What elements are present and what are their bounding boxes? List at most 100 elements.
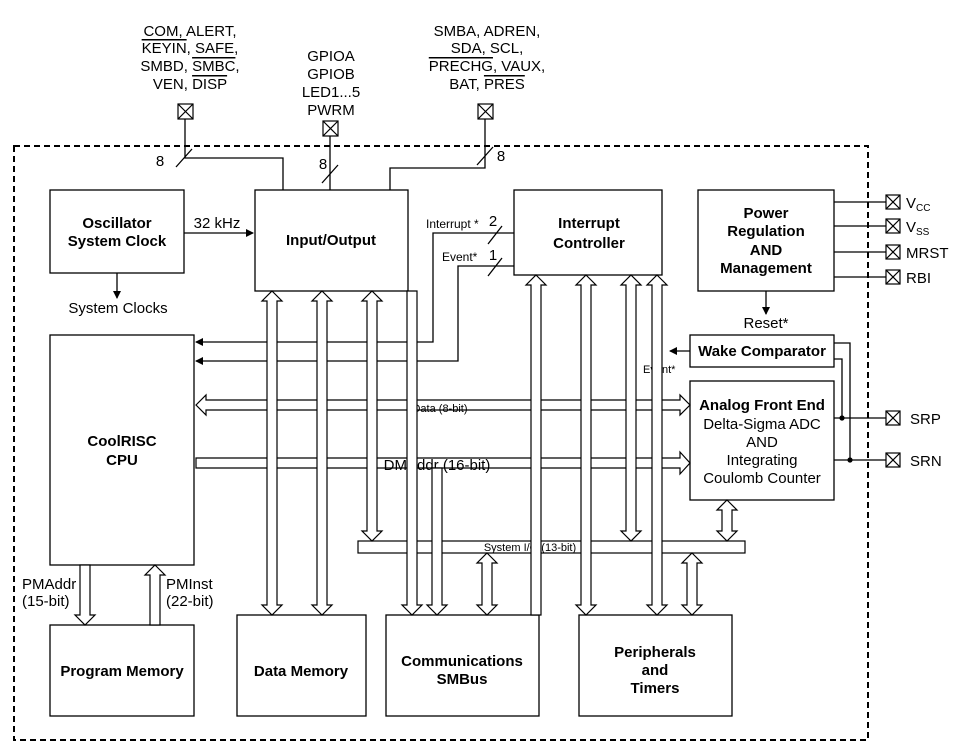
svg-text:Interrupt: Interrupt (558, 215, 620, 232)
svg-text:SMBus: SMBus (437, 671, 488, 688)
pin-srp (885, 410, 901, 426)
chip-boundary (13, 145, 869, 741)
svg-text:MRST: MRST (906, 245, 949, 262)
svg-text:Analog Front End: Analog Front End (699, 397, 825, 414)
svg-text:Wake Comparator: Wake Comparator (698, 343, 826, 360)
svg-text:GPIOB: GPIOB (307, 66, 355, 83)
input-output-block: Input/Output (254, 189, 409, 292)
bus-int-sysio (619, 274, 643, 542)
pin-group-left: COM, ALERT, KEYIN, SAFE, SMBD, SMBC, VEN… (140, 23, 284, 190)
svg-text:Management: Management (720, 260, 812, 277)
svg-text:PWRM: PWRM (307, 102, 355, 119)
communications-smbus-block: Communications SMBus (385, 614, 540, 717)
pin-srn (885, 452, 901, 468)
bus-sysio-periph (680, 552, 704, 616)
power-regulation-block: Power Regulation AND Management (697, 189, 835, 292)
interrupt-controller-block: Interrupt Controller (513, 189, 663, 276)
svg-text:System Clock: System Clock (68, 233, 167, 250)
pin-left-group (177, 103, 194, 120)
svg-text:Interrupt *: Interrupt * (426, 217, 479, 231)
svg-text:32 kHz: 32 kHz (194, 215, 241, 232)
svg-text:8: 8 (497, 148, 505, 165)
cpu-block: CoolRISC CPU (49, 334, 195, 566)
data-memory-block: Data Memory (236, 614, 367, 717)
bus-afe-sysio (715, 499, 739, 542)
svg-text:8: 8 (156, 153, 164, 170)
svg-text:Data Memory: Data Memory (254, 663, 349, 680)
svg-text:VCC: VCC (906, 195, 930, 214)
system-io-bus: System I/O (13-bit) (357, 540, 746, 554)
svg-text:Timers: Timers (631, 680, 680, 697)
svg-text:LED1...5: LED1...5 (302, 84, 360, 101)
svg-text:Regulation: Regulation (727, 223, 805, 240)
svg-text:System Clocks: System Clocks (68, 300, 167, 317)
svg-text:Peripherals: Peripherals (614, 644, 696, 661)
bus-pmaddr (73, 564, 97, 626)
bus-sysio-comms (475, 552, 499, 616)
svg-text:Controller: Controller (553, 235, 625, 252)
svg-text:VSS: VSS (906, 219, 930, 238)
bus-io-datamem-1 (260, 290, 284, 616)
bus-io-datamem-2 (310, 290, 334, 616)
svg-text:Event*: Event* (442, 250, 478, 264)
peripherals-timers-block: Peripherals and Timers (578, 614, 733, 717)
right-pins: VCC VSS MRST RBI SRP SRN (834, 194, 949, 470)
svg-text:SMBD, SMBC,: SMBD, SMBC, (140, 58, 239, 75)
analog-front-end-block: Analog Front End Delta-Sigma ADC AND Int… (689, 380, 835, 501)
svg-text:Input/Output: Input/Output (286, 232, 376, 249)
svg-text:Integrating: Integrating (727, 452, 798, 469)
reset-wake-lines: Reset* Event* (643, 291, 789, 376)
svg-text:PMAddr: PMAddr (22, 576, 76, 593)
svg-text:System I/O (13-bit): System I/O (13-bit) (484, 542, 576, 554)
svg-text:SMBA, ADREN,: SMBA, ADREN, (434, 23, 541, 40)
bus-int-2 (574, 274, 598, 616)
program-memory-block: Program Memory (49, 624, 195, 717)
svg-text:Communications: Communications (401, 653, 523, 670)
svg-text:PRECHG, VAUX,: PRECHG, VAUX, (429, 58, 545, 75)
pin-vss (885, 218, 901, 234)
svg-text:SRP: SRP (910, 411, 941, 428)
svg-text:Program Memory: Program Memory (60, 663, 184, 680)
svg-text:Oscillator: Oscillator (82, 215, 151, 232)
bus-io-sysio (360, 290, 384, 542)
pin-group-middle: GPIOA GPIOB LED1...5 PWRM 8 (302, 48, 360, 190)
svg-text:1: 1 (489, 247, 497, 264)
svg-text:Data (8-bit): Data (8-bit) (412, 403, 467, 415)
svg-text:SRN: SRN (910, 453, 942, 470)
svg-text:COM, ALERT,: COM, ALERT, (143, 23, 236, 40)
svg-text:Reset*: Reset* (743, 315, 788, 332)
oscillator-block: Oscillator System Clock (49, 189, 185, 274)
bus-pminst (143, 564, 167, 626)
wake-comparator-block: Wake Comparator (689, 334, 835, 368)
svg-text:AND: AND (750, 242, 783, 259)
svg-text:BAT, PRES: BAT, PRES (449, 76, 525, 93)
svg-text:CoolRISC: CoolRISC (87, 433, 156, 450)
svg-text:(22-bit): (22-bit) (166, 593, 214, 610)
svg-text:KEYIN, SAFE,: KEYIN, SAFE, (142, 40, 239, 57)
pin-middle-group (322, 120, 339, 137)
bus-int-periph (645, 274, 669, 616)
pin-rbi (885, 269, 901, 285)
svg-text:PMInst: PMInst (166, 576, 214, 593)
svg-text:GPIOA: GPIOA (307, 48, 355, 65)
pin-mrst (885, 244, 901, 260)
svg-text:VEN, DISP: VEN, DISP (153, 76, 227, 93)
vertical-buses (73, 274, 739, 626)
svg-text:Coulomb Counter: Coulomb Counter (703, 470, 821, 487)
bus-dm-comms (425, 467, 449, 616)
svg-text:(15-bit): (15-bit) (22, 593, 70, 610)
pin-right-group (477, 103, 494, 120)
bus-int-1 (524, 274, 548, 616)
svg-text:CPU: CPU (106, 452, 138, 469)
svg-text:AND: AND (746, 434, 778, 451)
svg-text:Delta-Sigma ADC: Delta-Sigma ADC (703, 416, 821, 433)
svg-text:RBI: RBI (906, 270, 931, 287)
svg-text:and: and (642, 662, 669, 679)
clock-signals: 32 kHz System Clocks (68, 215, 254, 317)
pin-vcc (885, 194, 901, 210)
svg-text:Power: Power (743, 205, 788, 222)
bus-io-comms (400, 290, 424, 616)
svg-text:SDA, SCL,: SDA, SCL, (451, 40, 524, 57)
program-memory-buses: PMAddr (15-bit) PMInst (22-bit) (22, 576, 214, 610)
